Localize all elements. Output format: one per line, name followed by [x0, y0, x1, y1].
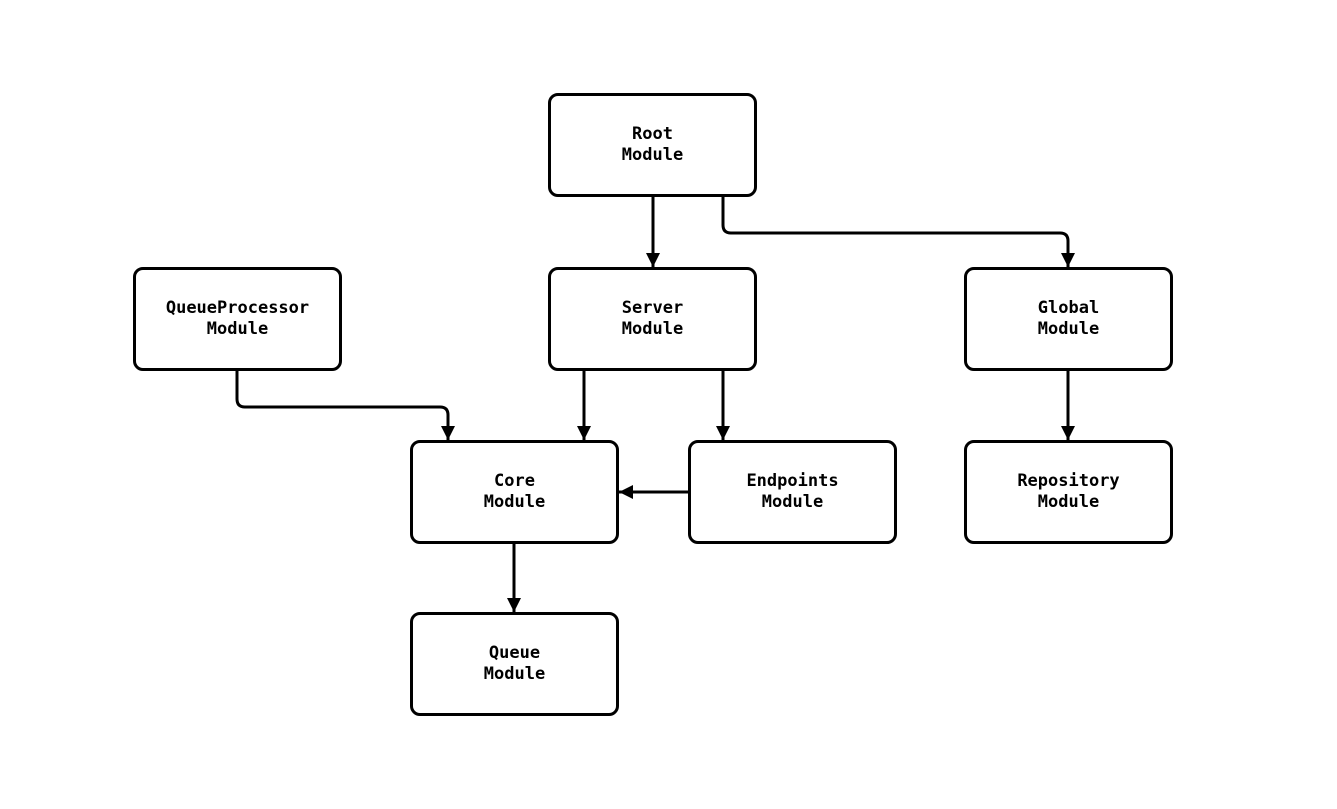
- node-queueprocessor-module: QueueProcessor Module: [133, 267, 342, 371]
- node-queue-module: Queue Module: [410, 612, 619, 716]
- node-global-module: Global Module: [964, 267, 1173, 371]
- edge-queueprocessor-to-core: [235, 371, 455, 440]
- node-endpoints-module: Endpoints Module: [688, 440, 897, 544]
- node-core-module: Core Module: [410, 440, 619, 544]
- node-root-module: Root Module: [548, 93, 757, 197]
- edge-root-to-global: [721, 197, 1075, 267]
- node-server-module: Server Module: [548, 267, 757, 371]
- node-repository-module: Repository Module: [964, 440, 1173, 544]
